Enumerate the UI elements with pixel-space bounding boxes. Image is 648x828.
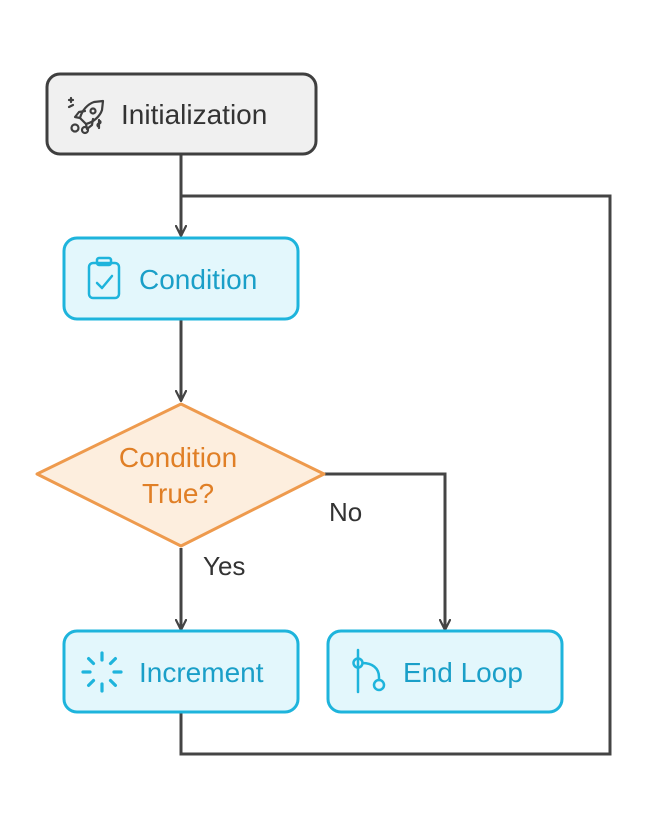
git-branch-icon xyxy=(352,648,386,694)
connectors xyxy=(179,155,612,756)
edge-decision-no xyxy=(324,472,445,630)
end-loop-label: End Loop xyxy=(403,657,523,688)
edge-label-yes: Yes xyxy=(203,551,245,581)
edge-label-no: No xyxy=(329,497,362,527)
increment-label: Increment xyxy=(139,657,264,688)
decision-label-line2: True? xyxy=(142,478,214,509)
decision-label-line1: Condition xyxy=(119,442,237,473)
increment-node[interactable]: Increment xyxy=(62,629,300,714)
initialization-label: Initialization xyxy=(121,99,267,130)
edge-loop-back xyxy=(179,194,612,756)
loader-icon xyxy=(81,651,123,693)
decision-node[interactable]: Condition True? xyxy=(35,402,326,548)
condition-label: Condition xyxy=(139,264,257,295)
end-loop-node[interactable]: End Loop xyxy=(326,629,564,714)
clipboard-check-icon xyxy=(87,256,121,300)
initialization-node[interactable]: Initialization xyxy=(45,72,318,156)
condition-node[interactable]: Condition xyxy=(62,236,300,321)
rocket-icon xyxy=(67,96,105,135)
